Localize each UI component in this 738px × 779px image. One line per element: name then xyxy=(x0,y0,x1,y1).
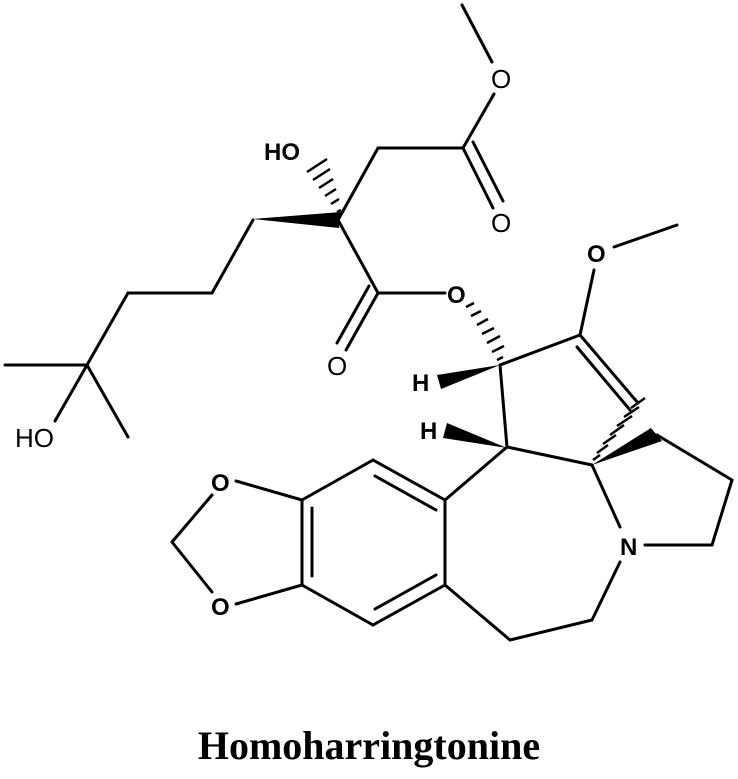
atom-h-upper: H xyxy=(412,370,429,397)
atom-ho-tertiary: HO xyxy=(264,139,300,166)
atom-o-methoxy: O xyxy=(587,241,606,268)
atom-h-lower: H xyxy=(420,418,437,445)
wedge-bond-h-upper xyxy=(437,365,500,389)
atom-o-ester-link: O xyxy=(447,282,466,309)
atom-o-dioxole-bottom: O xyxy=(211,594,230,621)
hashed-bond-oh xyxy=(306,157,342,214)
atom-o-carbonyl-ester: O xyxy=(327,351,347,381)
hashed-bond-spiro xyxy=(592,396,646,462)
compound-name-caption: Homoharringtonine xyxy=(197,723,541,768)
wedge-bond-chain xyxy=(253,212,341,228)
wedge-bond-h-lower xyxy=(443,423,507,448)
atom-o-methyl-ester: O xyxy=(491,64,511,94)
atom-o-dioxole-top: O xyxy=(211,470,230,497)
atom-o-carbonyl-top: O xyxy=(491,208,511,238)
atom-ho-chain-end: HO xyxy=(15,423,54,453)
wedge-bond-pyrrolidine xyxy=(592,428,662,465)
hashed-bond-ester xyxy=(465,301,505,362)
atom-n-ring: N xyxy=(620,534,637,561)
